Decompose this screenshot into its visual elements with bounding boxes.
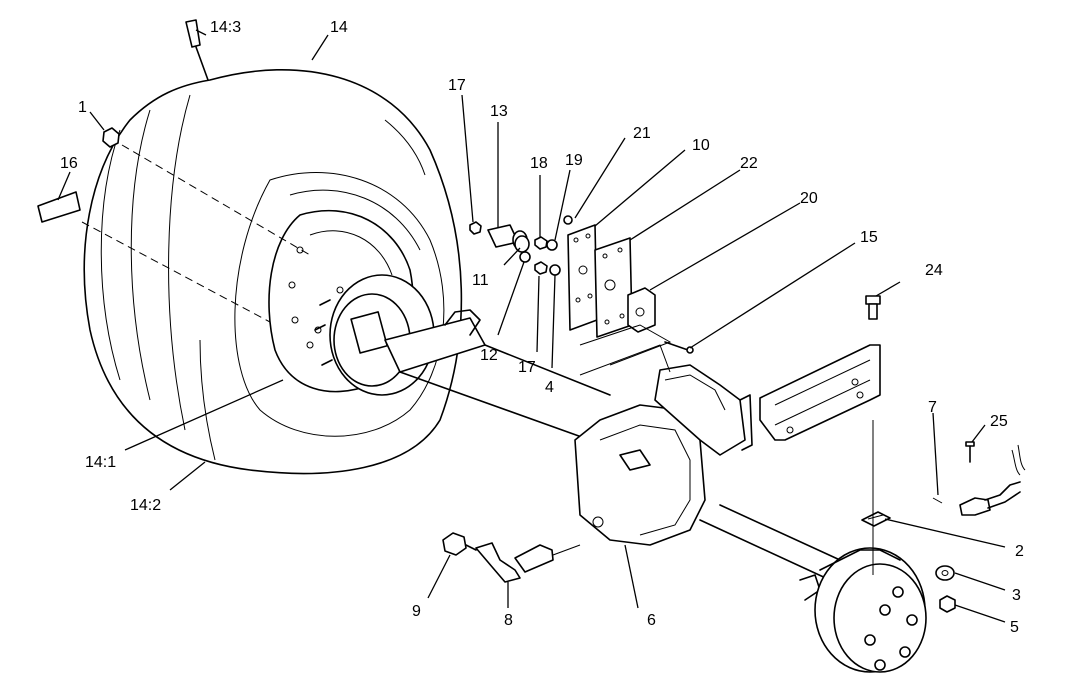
hex-nut [939,595,956,613]
callout-19: 19 [565,152,583,169]
drain-plug [442,532,477,556]
washer [935,565,955,581]
plate-22 [594,237,633,338]
callout-11: 11 [472,272,489,289]
callout-7: 7 [928,399,937,416]
mounting-plane-2 [579,344,671,376]
spacer-11 [514,235,530,253]
callout-24: 24 [925,262,943,279]
callout-14: 14 [330,19,348,36]
mounting-plane [579,324,672,366]
nut-17-top [469,221,482,235]
alignment-line-2 [81,221,271,323]
callout-17-top: 17 [448,77,466,94]
callout-25: 25 [990,413,1008,430]
fitting-tube [475,542,581,583]
alignment-line-1 [121,144,311,256]
screw-21 [563,215,573,225]
cable-assembly [932,441,1026,516]
transaxle-housing [574,364,753,546]
callout-1: 1 [78,99,87,116]
tire-assembly [83,69,463,475]
callout-14-1: 14:1 [85,454,116,471]
callout-8: 8 [504,612,513,629]
callout-16: 16 [60,155,78,172]
callout-21: 21 [633,125,651,142]
block-20 [627,287,656,333]
valve-stem [185,19,209,81]
callout-3: 3 [1012,587,1021,604]
callout-9: 9 [412,603,421,620]
callout-14-2: 14:2 [130,497,161,514]
callout-14-3: 14:3 [210,19,241,36]
washer-19 [546,239,558,251]
screw-15 [664,341,694,354]
axle-tube [384,309,841,601]
callout-13: 13 [490,103,508,120]
callout-10: 10 [692,137,710,154]
callout-12: 12 [480,347,498,364]
callout-22: 22 [740,155,758,172]
callout-4: 4 [545,379,554,396]
callout-15: 15 [860,229,878,246]
callout-20: 20 [800,190,818,207]
plate-10 [567,224,598,331]
callout-17-lower: 17 [518,359,536,376]
callout-18: 18 [530,155,548,172]
brake-drum [814,547,927,673]
leader-lines [57,29,1006,623]
lug-nut [102,127,120,148]
callout-2: 2 [1015,543,1024,560]
bolt [865,295,881,320]
washer-12 [519,251,531,263]
nut-18 [534,236,548,250]
callout-5: 5 [1010,619,1019,636]
callout-6: 6 [647,612,656,629]
bracket [759,344,881,441]
tag-label [37,191,81,223]
washer-4 [549,264,561,276]
nut-17-lower [534,261,548,275]
